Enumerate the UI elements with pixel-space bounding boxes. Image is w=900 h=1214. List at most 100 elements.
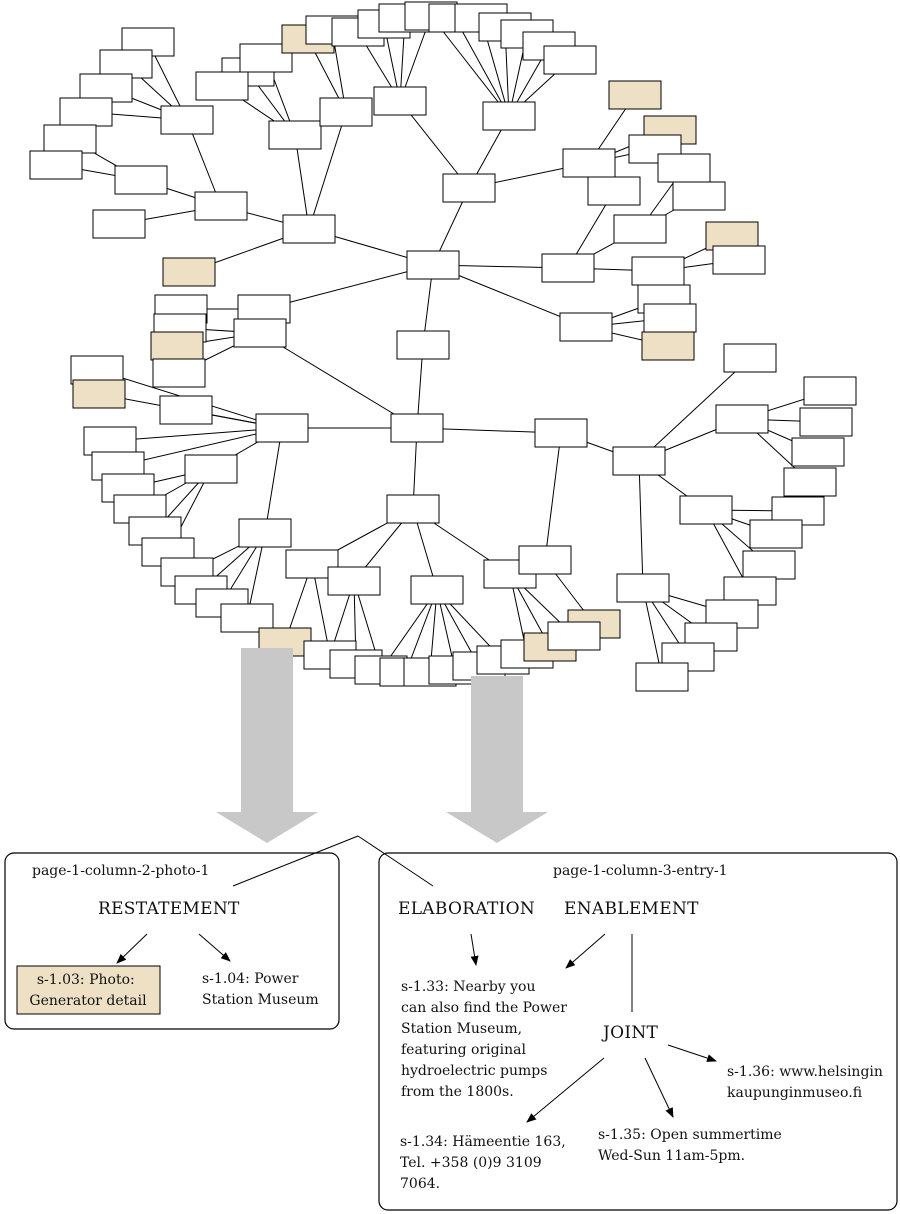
tree-node [679, 495, 733, 525]
tree-node [410, 575, 464, 605]
tree-node [783, 467, 837, 497]
tree-edge [430, 15, 510, 117]
tree-node [612, 446, 666, 476]
joint-arrow-s135 [644, 1057, 674, 1118]
tree-node [482, 101, 536, 131]
tree-node-highlighted [72, 379, 126, 409]
tree-edge [264, 427, 283, 534]
tree-node [92, 209, 146, 239]
tree-node [803, 376, 857, 406]
tree-node [742, 550, 796, 580]
tree-node [631, 256, 685, 286]
tree-node [657, 153, 711, 183]
tree-node [195, 71, 249, 101]
tree-node [99, 49, 153, 79]
enablement-arrow [565, 933, 606, 969]
tree-node [386, 494, 440, 524]
tree-node [373, 86, 427, 116]
tree-node [83, 426, 137, 456]
tree-nodes [29, 1, 857, 692]
tree-edge [544, 432, 562, 561]
tree-node [220, 603, 274, 633]
enablement-relation: ENABLEMENT [564, 899, 699, 919]
tree-node [327, 566, 381, 596]
tree-node [29, 150, 83, 180]
tree-node [543, 45, 597, 75]
elaboration-arrow [470, 933, 479, 966]
tree-edge [117, 427, 283, 467]
left-panel-title: page-1-column-2-photo-1 [32, 863, 209, 879]
tree-edge [311, 563, 331, 656]
tree-node [390, 413, 444, 443]
tree-edge [263, 264, 434, 310]
parent-link-right [357, 835, 434, 887]
tree-node [233, 318, 287, 348]
tree-node [396, 330, 450, 360]
tree-node-highlighted [150, 331, 204, 361]
tree-node [672, 181, 726, 211]
tree-node [114, 165, 168, 195]
tree-node [406, 250, 460, 280]
joint-arrow-s136 [667, 1044, 717, 1062]
segment-s135: s-1.35: Open summertime Wed-Sun 11am-5pm… [598, 1127, 786, 1164]
tree-node [643, 303, 697, 333]
segment-s133: s-1.33: Nearby you can also find the Pow… [401, 979, 571, 1100]
right-projection-arrow [446, 676, 548, 843]
tree-node [562, 148, 616, 178]
tree-edge [638, 460, 644, 589]
tree-node [194, 191, 248, 221]
segment-s104: s-1.04: Power Station Museum [202, 971, 319, 1008]
tree-node [237, 294, 291, 324]
tree-node [184, 454, 238, 484]
tree-edge [638, 357, 751, 462]
tree-node [159, 395, 213, 425]
segment-s103-box [16, 965, 161, 1015]
tree-node [547, 621, 601, 651]
tree-node [518, 545, 572, 575]
tree-node [799, 407, 853, 437]
tree-node [715, 404, 769, 434]
tree-node [613, 214, 667, 244]
tree-node [559, 312, 613, 342]
joint-arrow-s134 [526, 1057, 605, 1123]
tree-edge [642, 587, 663, 678]
tree-node [712, 245, 766, 275]
right-panel [378, 852, 898, 1211]
joint-relation: JOINT [601, 1023, 659, 1043]
tree-node [255, 413, 309, 443]
tree-node [79, 73, 133, 103]
tree-node [635, 662, 689, 692]
tree-node-highlighted [162, 257, 216, 287]
tree-node [319, 97, 373, 127]
restatement-relation: RESTATEMENT [98, 899, 240, 919]
tree-edge [259, 332, 418, 429]
tree-node [442, 173, 496, 203]
tree-node [791, 437, 845, 467]
tree-node [238, 518, 292, 548]
tree-node [152, 358, 206, 388]
tree-edge [308, 111, 347, 230]
tree-edge [109, 427, 283, 442]
tree-node [723, 343, 777, 373]
left-projection-arrow [216, 648, 318, 843]
tree-node [268, 120, 322, 150]
tree-node [541, 253, 595, 283]
elaboration-relation: ELABORATION [398, 899, 535, 919]
tree-edge [294, 134, 310, 230]
tree-node [616, 573, 670, 603]
restatement-arrow-1 [116, 933, 148, 964]
tree-node [282, 214, 336, 244]
tree-node-highlighted [641, 331, 695, 361]
tree-node [749, 519, 803, 549]
tree-node [587, 176, 641, 206]
tree-node-highlighted [608, 80, 662, 110]
tree-node [534, 418, 588, 448]
tree-node [43, 124, 97, 154]
segment-s134: s-1.34: Hämeentie 163, Tel. +358 (0)9 31… [400, 1134, 570, 1192]
parent-link-left [232, 835, 359, 887]
tree-node [59, 97, 113, 127]
segment-s103: s-1.03: Photo: Generator detail [29, 972, 147, 1009]
segment-s136: s-1.36: www.helsingin kaupunginmuseo.fi [727, 1064, 887, 1101]
tree-edge [454, 17, 510, 117]
